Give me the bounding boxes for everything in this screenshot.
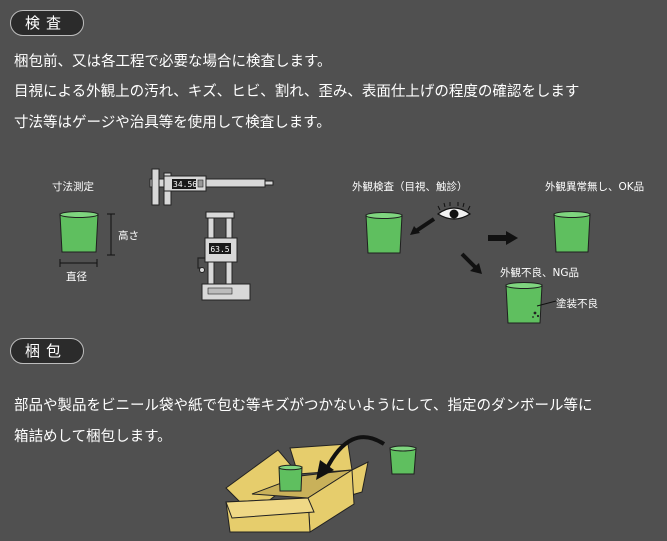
dimension-measurement-label: 寸法測定: [52, 181, 94, 193]
curved-arrow-icon: [316, 435, 386, 480]
inspection-line-2: 目視による外観上の汚れ、キズ、ヒビ、割れ、歪み、表面仕上げの程度の確認をします: [14, 84, 580, 100]
arrow-to-ok-icon: [488, 231, 518, 245]
packing-heading: 梱包: [10, 338, 84, 364]
eye-icon: [436, 202, 472, 220]
inspection-line-3: 寸法等はゲージや治具等を使用して検査します。: [14, 115, 331, 131]
height-gauge-icon: [197, 211, 251, 301]
ok-product-label: 外観異常無し、OK品: [545, 181, 645, 193]
visual-inspection-label: 外観検査（目視、触診）: [352, 181, 468, 193]
packing-line-2: 箱詰めして梱包します。: [14, 429, 172, 445]
inspection-heading-text: 検査: [25, 14, 68, 32]
ng-cup: [505, 282, 543, 324]
inspection-line-1: 梱包前、又は各工程で必要な場合に検査します。: [14, 54, 332, 70]
packing-heading-text: 梱包: [25, 342, 68, 360]
inspection-heading: 検査: [10, 10, 84, 36]
cup-to-pack: [389, 445, 417, 475]
arrow-to-ng-icon: [460, 252, 482, 274]
diameter-label: 直径: [66, 271, 87, 283]
caliper-icon: [149, 168, 274, 206]
arrow-to-cup-icon: [410, 217, 436, 235]
packed-cup: [278, 464, 303, 492]
height-gauge-reading: 63.5: [210, 245, 230, 254]
inspected-cup: [365, 212, 403, 254]
packing-line-1: 部品や製品をビニール袋や紙で包む等キズがつかないようにして、指定のダンボール等に: [14, 398, 593, 414]
ok-cup: [553, 211, 591, 253]
diameter-dimension-line: [59, 259, 98, 267]
defect-pointer-line: [536, 300, 557, 307]
height-label: 高さ: [118, 230, 139, 242]
measured-cup: [59, 211, 99, 253]
ng-product-label: 外観不良、NG品: [500, 267, 579, 279]
height-dimension-line: [107, 213, 115, 256]
paint-defect-label: 塗装不良: [556, 298, 598, 310]
caliper-reading: 34.56: [173, 180, 198, 189]
